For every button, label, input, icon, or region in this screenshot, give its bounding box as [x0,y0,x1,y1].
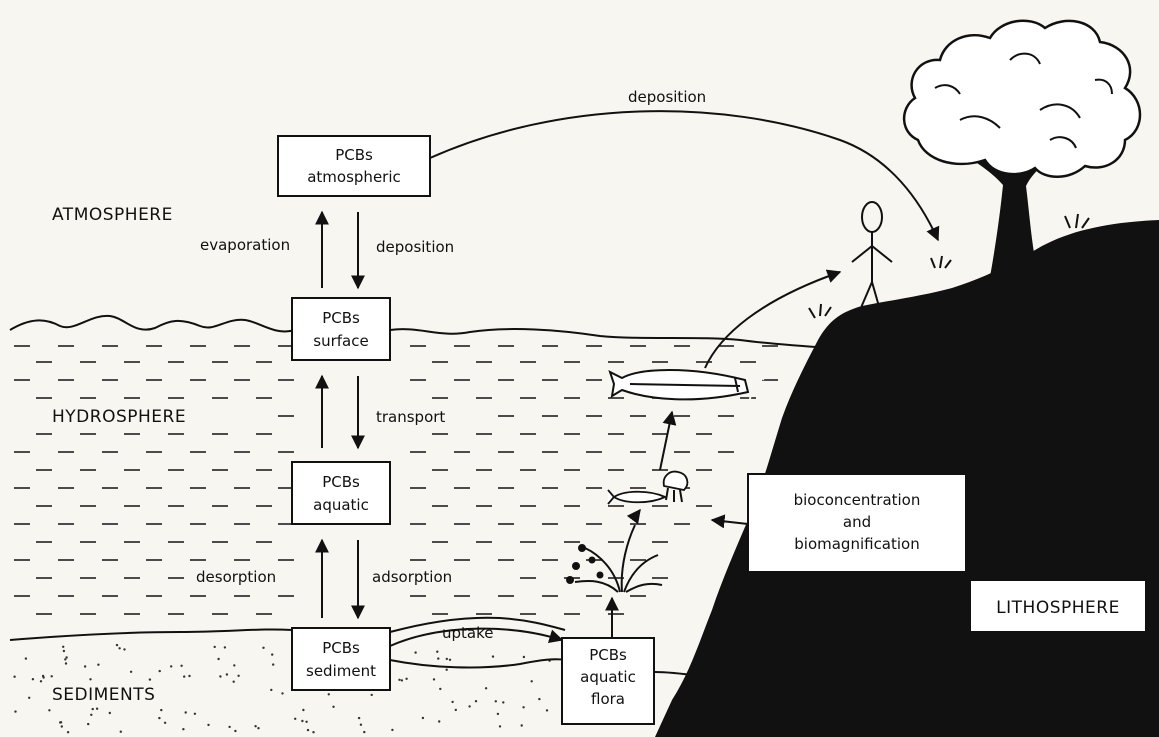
deposition-top-label: deposition [628,88,706,106]
aquatic-line2: aquatic [313,496,369,514]
bio-line3: biomagnification [794,535,920,553]
flora-line3: flora [591,690,625,708]
sediment-line1: PCBs [322,639,360,657]
aquatic-plants [566,524,663,593]
sediments-label: SEDIMENTS [52,685,155,705]
desorption-label: desorption [196,568,276,586]
adsorption-label: adsorption [372,568,452,586]
hydrosphere-label: HYDROSPHERE [52,407,186,427]
pcbs-aquatic-box [291,461,391,525]
uptake-label: uptake [442,624,493,642]
fish-to-human-arrow [704,269,842,369]
large-fish [608,369,750,401]
sediment-texture [13,643,551,734]
tree-illustration [902,19,1142,288]
surface-line1: PCBs [322,309,360,327]
lithosphere-label: LITHOSPHERE [996,598,1120,618]
uptake-arrow [389,627,564,647]
bio-line2: and [843,513,871,531]
pcbs-surface-box [291,297,391,361]
water-texture [14,345,778,615]
small-fish-to-large-fish-arrow [659,410,677,471]
person-figure [851,201,893,311]
bioconcentration-box [747,473,967,573]
deposition-label: deposition [376,238,454,256]
pcbs-sediment-box [291,627,391,691]
deposition-arc-arrow [429,110,940,242]
lithosphere-box [969,579,1147,633]
transport-label: transport [376,408,445,426]
plants-to-small-fish-arrow [626,508,641,525]
pcbs-aquatic-flora-box [561,637,655,725]
pcbs-atmospheric-box [277,135,431,197]
bio-pointer-arrow [710,514,749,529]
evaporation-label: evaporation [200,236,290,254]
small-fish [607,489,668,505]
atmospheric-line1: PCBs [335,146,373,164]
cliff-edge-line [659,368,765,625]
jellyfish [662,470,689,503]
flora-line1: PCBs [589,646,627,664]
aquatic-line1: PCBs [322,473,360,491]
surface-line2: surface [313,332,368,350]
bio-line1: bioconcentration [794,491,921,509]
sediment-line2: sediment [306,662,376,680]
atmospheric-line2: atmospheric [307,168,401,186]
flora-line2: aquatic [580,668,636,686]
atmosphere-label: ATMOSPHERE [52,205,173,225]
water-surface-line [9,314,831,349]
